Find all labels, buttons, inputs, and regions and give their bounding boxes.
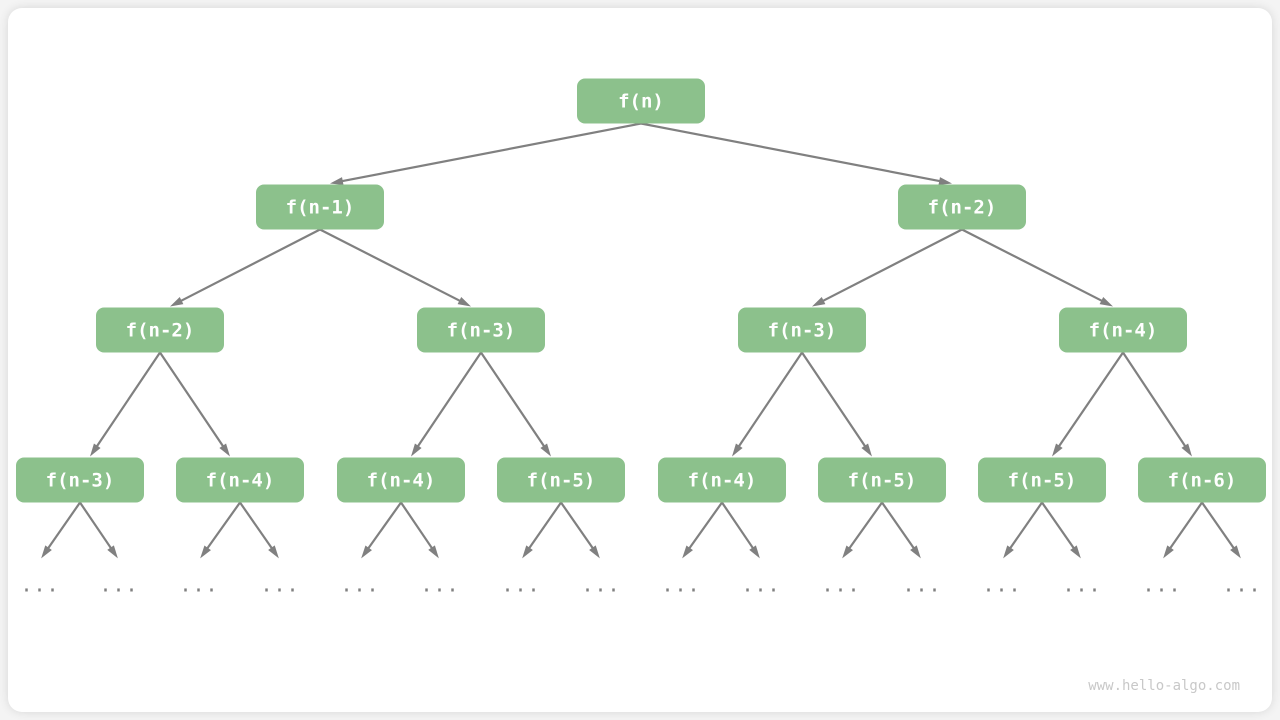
tree-node[interactable]: f(n-5) [497, 457, 625, 503]
edge-L2N0-to-L3N0 [170, 228, 321, 307]
stub-edge-L4N1-2 [200, 501, 241, 559]
node-box [337, 457, 465, 503]
node-label: f(n-1) [286, 197, 355, 219]
stub-edge-L4N4-8 [682, 501, 723, 559]
node-box [96, 307, 224, 353]
ellipsis-label: ... [179, 573, 218, 597]
tree-node[interactable]: f(n-2) [96, 307, 224, 353]
node-label: f(n-4) [1089, 320, 1158, 342]
tree-node[interactable]: f(n-4) [176, 457, 304, 503]
edge-L2N1-to-L3N2 [812, 228, 963, 307]
node-box [898, 184, 1026, 230]
node-label: f(n-4) [367, 470, 436, 492]
stub-edge-L4N6-13 [1041, 501, 1081, 559]
tree-node[interactable]: f(n-2) [898, 184, 1026, 230]
tree-node[interactable]: f(n-5) [978, 457, 1106, 503]
stub-edge-L4N2-4 [361, 501, 402, 559]
ellipsis-layer: ........................................… [20, 573, 1261, 597]
stub-edge-L4N7-15 [1201, 501, 1241, 559]
stub-edges-layer [41, 501, 1241, 559]
edge-L1N0-to-L2N0 [330, 122, 642, 185]
ellipsis-label: ... [821, 573, 860, 597]
ellipsis-label: ... [902, 573, 941, 597]
tree-node[interactable]: f(n-1) [256, 184, 384, 230]
ellipsis-label: ... [501, 573, 540, 597]
node-box [16, 457, 144, 503]
watermark-label: www.hello-algo.com [1088, 678, 1240, 694]
stub-edge-L4N3-6 [522, 501, 562, 559]
node-label: f(n-5) [848, 470, 917, 492]
node-box [577, 78, 705, 124]
edge-L3N2-to-L4N4 [732, 351, 803, 457]
tree-node[interactable]: f(n-4) [1059, 307, 1187, 353]
node-box [497, 457, 625, 503]
stub-edge-L4N1-3 [239, 501, 279, 559]
node-box [658, 457, 786, 503]
ellipsis-label: ... [20, 573, 59, 597]
node-label: f(n-2) [928, 197, 997, 219]
tree-node[interactable]: f(n) [577, 78, 705, 124]
edge-L3N3-to-L4N6 [1052, 351, 1124, 457]
ellipsis-label: ... [982, 573, 1021, 597]
node-box [1059, 307, 1187, 353]
edge-L3N0-to-L4N0 [90, 351, 161, 457]
ellipsis-label: ... [1142, 573, 1181, 597]
stub-edge-L4N6-12 [1003, 501, 1043, 559]
ellipsis-label: ... [1222, 573, 1261, 597]
stub-edge-L4N0-0 [41, 501, 81, 559]
edge-L3N3-to-L4N7 [1122, 351, 1192, 457]
edge-L3N1-to-L4N2 [411, 351, 482, 457]
ellipsis-label: ... [340, 573, 379, 597]
edge-L1N0-to-L2N1 [640, 122, 952, 185]
stub-edge-L4N7-14 [1163, 501, 1203, 559]
node-box [176, 457, 304, 503]
node-label: f(n-3) [768, 320, 837, 342]
ellipsis-label: ... [260, 573, 299, 597]
tree-node[interactable]: f(n-3) [417, 307, 545, 353]
node-box [1138, 457, 1266, 503]
node-label: f(n-3) [46, 470, 115, 492]
stub-edge-L4N5-10 [842, 501, 883, 559]
edge-L2N0-to-L3N1 [319, 228, 471, 307]
tree-node[interactable]: f(n-4) [658, 457, 786, 503]
tree-node[interactable]: f(n-5) [818, 457, 946, 503]
tree-node[interactable]: f(n-6) [1138, 457, 1266, 503]
ellipsis-label: ... [1062, 573, 1101, 597]
tree-node[interactable]: f(n-4) [337, 457, 465, 503]
stub-edge-L4N0-1 [79, 501, 118, 559]
edge-L3N2-to-L4N5 [801, 351, 872, 457]
ellipsis-label: ... [581, 573, 620, 597]
tree-node[interactable]: f(n-3) [16, 457, 144, 503]
stub-edge-L4N3-7 [560, 501, 600, 559]
node-label: f(n-2) [126, 320, 195, 342]
diagram-card [8, 8, 1272, 712]
node-box [818, 457, 946, 503]
node-label: f(n) [618, 91, 664, 113]
stub-edge-L4N4-9 [721, 501, 760, 559]
ellipsis-label: ... [661, 573, 700, 597]
node-label: f(n-4) [206, 470, 275, 492]
node-label: f(n-6) [1168, 470, 1237, 492]
stub-edge-L4N2-5 [400, 501, 439, 559]
node-label: f(n-3) [447, 320, 516, 342]
node-box [256, 184, 384, 230]
node-label: f(n-5) [1008, 470, 1077, 492]
stub-edge-L4N5-11 [881, 501, 921, 559]
edge-L3N0-to-L4N1 [159, 351, 230, 457]
tree-node[interactable]: f(n-3) [738, 307, 866, 353]
edges-layer [90, 122, 1192, 457]
node-label: f(n-4) [688, 470, 757, 492]
nodes-layer: f(n) f(n-1) f(n-2) f(n-2) f(n-3) f(n-3) f(n-4)… [16, 78, 1266, 503]
edge-L2N1-to-L3N3 [961, 228, 1113, 307]
node-box [978, 457, 1106, 503]
ellipsis-label: ... [420, 573, 459, 597]
node-box [417, 307, 545, 353]
ellipsis-label: ... [99, 573, 138, 597]
node-label: f(n-5) [527, 470, 596, 492]
ellipsis-label: ... [741, 573, 780, 597]
edge-L3N1-to-L4N3 [480, 351, 551, 457]
node-box [738, 307, 866, 353]
